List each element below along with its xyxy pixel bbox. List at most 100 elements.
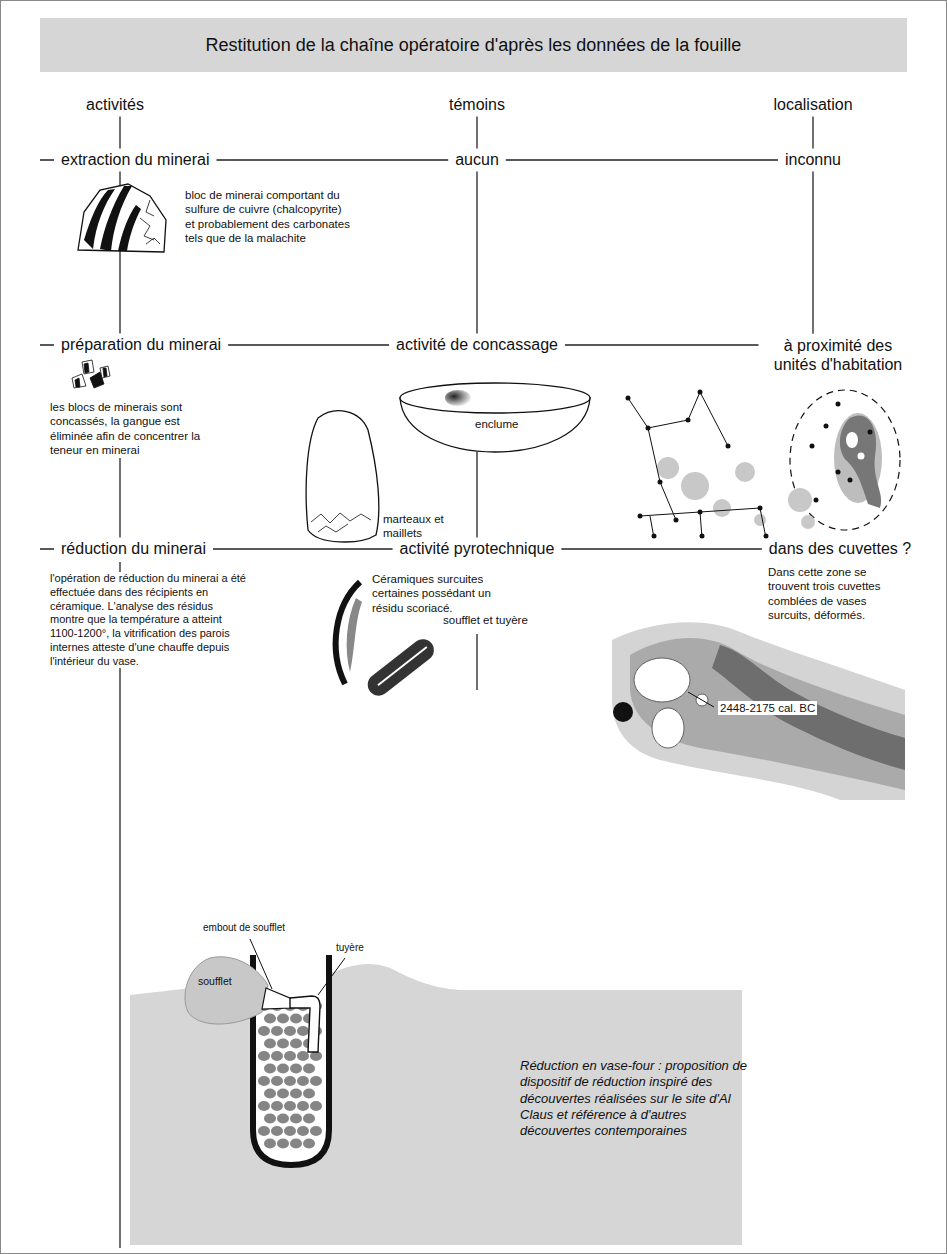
pits-map: [613, 702, 633, 722]
activity-step: à proximité des unités d'habitation: [762, 336, 915, 374]
settlement-map: [700, 534, 705, 539]
leader-line: [688, 692, 714, 707]
bellows-nozzle: [262, 988, 292, 1009]
pebble: [264, 1039, 276, 1049]
connector-line: [119, 117, 120, 149]
settlement-map: [686, 418, 691, 423]
activity-step: activité de concassage: [392, 335, 562, 354]
activity-step: aucun: [451, 150, 503, 169]
connector-line: [217, 159, 449, 160]
step-text: activité pyrotechnique: [400, 539, 555, 558]
settlement-map: [658, 480, 663, 485]
step-text: activités: [86, 95, 144, 114]
pebble: [277, 1089, 289, 1099]
pits-map: [612, 622, 905, 800]
settlement-map: [848, 478, 853, 483]
pebble: [303, 1064, 315, 1074]
pebble: [303, 1114, 315, 1124]
ore-block: [140, 200, 160, 244]
settlement-map: [814, 498, 819, 503]
ceramic-sherd: [336, 582, 362, 684]
annotation: marteaux et maillets: [383, 512, 445, 541]
settlement-map: [726, 444, 731, 449]
hammer: [306, 411, 379, 542]
settlement-map: [868, 430, 873, 435]
pebble: [258, 1126, 270, 1136]
pebble: [277, 1039, 289, 1049]
settlement-map: [698, 390, 703, 395]
tuyere-fragment: [363, 635, 438, 700]
step-text: préparation du minerai: [61, 335, 221, 354]
ore-pieces: [100, 366, 110, 378]
pebble: [297, 1126, 309, 1136]
settlement-map: [681, 472, 709, 500]
activity-step: activité pyrotechnique: [396, 539, 559, 558]
pebble: [290, 1089, 302, 1099]
settlement-map: [652, 534, 657, 539]
annotation: embout de soufflet: [203, 922, 285, 935]
settlement-map: [836, 402, 841, 407]
tuyere-fragment: [363, 635, 438, 700]
step-text: réduction du minerai: [61, 539, 206, 558]
pebble: [258, 1076, 270, 1086]
connector-line: [561, 548, 761, 549]
hammer: [306, 411, 379, 542]
step-text: dans des cuvettes ?: [769, 539, 911, 558]
pebble: [297, 1026, 309, 1036]
annotation: Céramiques surcuites certaines possédant…: [372, 572, 512, 615]
settlement-map: [698, 510, 703, 515]
pebble: [271, 1101, 283, 1111]
settlement-map: [810, 444, 815, 449]
tuyere: [290, 996, 320, 1052]
settlement-map: [846, 432, 858, 448]
anvil: [400, 383, 590, 413]
pits-map: [630, 638, 905, 790]
settlement-map: [626, 390, 873, 539]
step-text: activité de concassage: [396, 335, 558, 354]
pebble: [284, 1026, 296, 1036]
pebble: [258, 1101, 270, 1111]
ore-pieces: [103, 368, 107, 377]
pebble: [290, 1139, 302, 1149]
connector-line: [228, 344, 389, 345]
pebble: [264, 1139, 276, 1149]
title: Restitution de la chaîne opératoire d'ap…: [40, 18, 907, 72]
pits-map: [652, 708, 684, 748]
anvil: [445, 390, 471, 406]
ore-pieces: [72, 360, 110, 388]
pits-map: [634, 658, 690, 702]
pebble: [310, 1101, 322, 1111]
annotation: les blocs de minerais sont concassés, la…: [48, 400, 222, 458]
connector-line: [476, 117, 477, 149]
activity-step: inconnu: [781, 150, 845, 169]
activity-step: dans des cuvettes ?: [765, 539, 915, 558]
connector-line: [812, 117, 813, 149]
settlement-map: [758, 506, 763, 511]
pebble: [277, 1114, 289, 1124]
ore-block: [78, 184, 166, 252]
pebble: [258, 1051, 270, 1061]
pebble: [310, 1076, 322, 1086]
annotation: bloc de minerai comportant du sulfure de…: [185, 188, 353, 246]
column-line: [476, 634, 477, 690]
activity-step: témoins: [445, 95, 509, 114]
pebble: [277, 1014, 289, 1024]
pebble: [277, 1139, 289, 1149]
settlement-map: [626, 396, 631, 401]
settlement-map: [646, 426, 651, 431]
activity-step: localisation: [769, 95, 856, 114]
anvil: [400, 383, 590, 452]
settlement-map: [713, 499, 731, 517]
pebble: [264, 1089, 276, 1099]
ore-pieces: [72, 374, 86, 388]
pebble: [297, 1051, 309, 1061]
settlement-map: [788, 488, 812, 512]
settlement-map: [657, 457, 815, 529]
settlement-map: [674, 518, 679, 523]
step-text: aucun: [455, 150, 499, 169]
settlement-map: [764, 534, 769, 539]
connector-line: [213, 548, 393, 549]
pebble: [271, 1051, 283, 1061]
pebble: [264, 1064, 276, 1074]
